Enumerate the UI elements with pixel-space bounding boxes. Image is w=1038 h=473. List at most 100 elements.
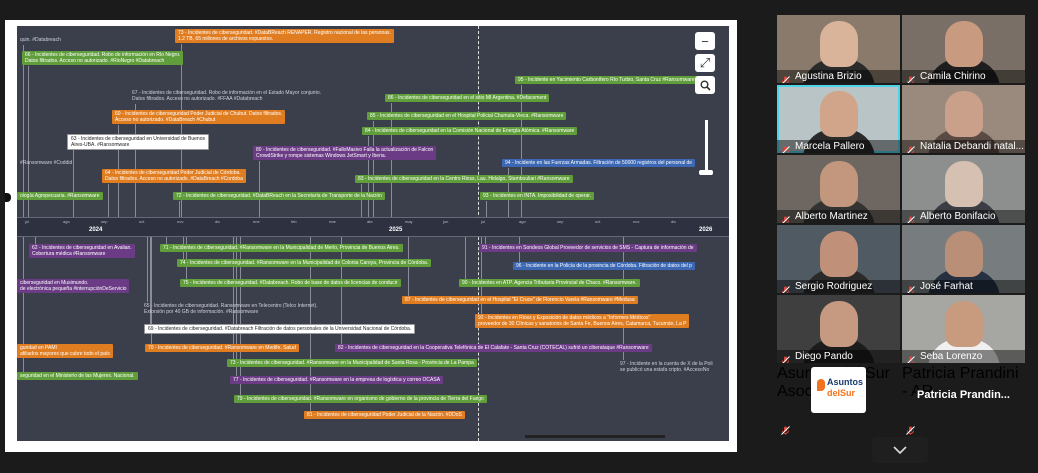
month-tick: jun (443, 219, 449, 224)
month-tick: oct (595, 219, 601, 224)
timeline-event[interactable]: 94 - Incidente en las Fuerzas Armadas. F… (502, 159, 696, 167)
zoom-slider-track[interactable] (705, 120, 708, 170)
participant-name: José Farhat (902, 280, 1025, 293)
participant-tile[interactable]: Alberto Bonifacio (902, 155, 1025, 223)
timeline-event[interactable]: 67 - Incidentes de ciberseguridad. Robo … (129, 89, 324, 103)
participant-tile[interactable]: Diego Pando (777, 295, 900, 363)
timeline-event[interactable]: 93 - Incidentes en INTA. Imposibilidad d… (480, 192, 595, 200)
timeline-event[interactable]: 71 - Incidentes de ciberseguridad. #Rans… (160, 244, 403, 252)
timeline-event[interactable]: 79 - Incidentes de ciberseguridad. #Rans… (234, 395, 487, 403)
zoom-out-button[interactable]: − (695, 32, 715, 50)
gallery-expand-button[interactable] (872, 437, 928, 463)
timeline-event[interactable]: 66 - Incidentes de ciberseguridad. Robo … (22, 51, 184, 65)
timeline-event[interactable]: 80 - Incidentes de ciberseguridad. #Fall… (253, 146, 437, 160)
event-title: 95 - Incidente en Yacimiento Carbonífero… (518, 77, 695, 83)
timeline-event[interactable]: 69 - Incidentes de ciberseguridad. #Data… (144, 324, 416, 334)
mic-status (781, 212, 790, 223)
participant-name: Sergio Rodriguez (777, 280, 900, 293)
timeline-event[interactable]: 75 - Incidentes de ciberseguridad. #Data… (180, 279, 401, 287)
event-title: 69 - Incidentes de ciberseguridad. #Data… (148, 326, 412, 332)
participant-tile[interactable]: José Farhat (902, 225, 1025, 293)
event-detail: Datos filtrados. Acceso no autorizado. #… (105, 176, 243, 182)
month-tick: jul (25, 219, 30, 224)
mic-status (781, 282, 790, 293)
timeline-event[interactable]: 85 - Incidentes de ciberseguridad en el … (367, 112, 567, 120)
timeline-event[interactable]: 95 - Incidente en Yacimiento Carbonífero… (515, 76, 698, 84)
event-detail: afiliados mayores que cubre todo el país (20, 351, 110, 357)
zoom-search-button[interactable] (695, 76, 715, 94)
timeline-event[interactable]: quin. #Databreach (17, 36, 64, 44)
event-connector (521, 85, 522, 217)
participant-name: Patricia Prandini - AR (902, 365, 1019, 400)
timeline-event[interactable]: 82 - Incidentes de ciberseguridad en la … (335, 344, 652, 352)
participant-video-face (945, 301, 983, 347)
participant-video-face (820, 301, 858, 347)
timeline-event[interactable]: 83 - Incidentes de ciberseguridad en la … (355, 175, 573, 183)
timeline-event[interactable]: 97 - Incidente en la cuenta de X de la P… (617, 360, 716, 374)
participant-tile[interactable]: Agustina Brizio (777, 15, 900, 83)
participant-video-face (945, 91, 983, 137)
timeline-event[interactable]: ología Agropecuaria. #Ransomware (17, 192, 103, 200)
participant-tile[interactable]: Patricia Prandin...Patricia Prandini - A… (902, 365, 1025, 435)
timeline-event[interactable]: 86 - Incidentes de ciberseguridad en el … (385, 94, 550, 102)
fit-screen-button[interactable]: ⤢ (695, 54, 715, 72)
year-label: 2025 (389, 227, 403, 233)
event-detail: Aires-UBA. #Ransomware (71, 142, 130, 148)
participant-tile[interactable]: Marcela Pallero (777, 85, 900, 153)
timeline-event[interactable]: 87 - Incidentes de ciberseguridad en el … (402, 296, 638, 304)
timeline-event[interactable]: 91 - Incidentes en Sondeos Global Provee… (479, 244, 697, 252)
participant-tile[interactable]: Sergio Rodriguez (777, 225, 900, 293)
event-title: 90 - Incidentes en ATP. Agencia Tributar… (462, 280, 637, 286)
timeline-event[interactable]: seguridad en el Ministerio de las Mujere… (17, 372, 138, 380)
participant-name: Camila Chirino (902, 70, 1025, 83)
mic-status (781, 72, 790, 83)
event-title: 87 - Incidentes de ciberseguridad en el … (405, 297, 635, 303)
horizontal-scrollbar[interactable] (525, 435, 665, 438)
event-connector (179, 201, 180, 217)
timeline-event[interactable]: ciberseguridad en Musimundo.de electróni… (17, 279, 130, 293)
participant-tile[interactable]: Natalia Debandi natal... (902, 85, 1025, 153)
timeline-event[interactable]: 84 - Incidentes de ciberseguridad en la … (362, 127, 578, 135)
timeline-event[interactable]: 64 - Incidentes de ciberseguridad Poder … (102, 169, 246, 183)
timeline-event[interactable]: 70 - Incidentes de ciberseguridad. #Rans… (145, 344, 299, 352)
location-pin-icon (817, 379, 825, 391)
event-title: 72 - Incidentes de ciberseguridad. #Data… (176, 193, 382, 199)
timeline-event[interactable]: #Ransomware #Coddid (17, 159, 75, 167)
event-title: guridad en PAMI (20, 345, 57, 351)
mic-status (906, 72, 915, 83)
mic-muted-icon (907, 356, 915, 363)
timeline-event[interactable]: 60 - Incidentes de ciberseguridad Poder … (112, 110, 286, 124)
event-title: 94 - Incidente en las Fuerzas Armadas. F… (505, 160, 693, 166)
timeline-event[interactable]: 63 - Incidentes de ciberseguridad en Uni… (67, 134, 209, 150)
timeline-event[interactable]: 74 - Incidentes de ciberseguridad. #Rans… (177, 259, 432, 267)
zoom-slider-handle[interactable] (699, 170, 713, 175)
event-connector (391, 103, 392, 217)
event-connector (23, 45, 24, 217)
timeline-event[interactable]: 96 - Incidente en la Policía de la provi… (513, 262, 695, 270)
timeline-event[interactable]: 81 - Incidentes de ciberseguridad Poder … (304, 411, 465, 419)
timeline-event[interactable]: 90 - Incidentes en ATP. Agencia Tributar… (459, 279, 640, 287)
timeline-event[interactable]: 73 - Incidentes de ciberseguridad. #Rans… (227, 359, 477, 367)
timeline-event[interactable]: 77 - Incidentes de ciberseguridad. #Rans… (230, 376, 444, 384)
logo-line-1: Asuntos (827, 377, 863, 387)
participant-tile[interactable]: Seba Lorenzo (902, 295, 1025, 363)
mic-muted-icon (907, 76, 915, 83)
participant-tile[interactable]: Alberto Martinez (777, 155, 900, 223)
timeline-event[interactable]: 72 - Incidentes de ciberseguridad. #Data… (173, 192, 385, 200)
timeline-event[interactable]: 62 - Incidentes de ciberseguridad en Ava… (29, 244, 135, 258)
participant-tile[interactable]: Camila Chirino (902, 15, 1025, 83)
event-connector (240, 236, 241, 395)
month-tick: mar (329, 219, 336, 224)
timeline-event[interactable]: 92 - Incidentes en Rioss y Exposición de… (475, 314, 690, 328)
participant-video-face (820, 21, 858, 67)
month-tick: oct (139, 219, 145, 224)
event-title: 83 - Incidentes de ciberseguridad en la … (358, 176, 570, 182)
mic-muted-icon (782, 146, 790, 153)
timeline-event[interactable]: 73 - Incidentes de ciberseguridad. #Data… (175, 29, 394, 43)
timeline-event[interactable]: 65 - Incidentes de ciberseguridad. Ranso… (141, 302, 321, 316)
